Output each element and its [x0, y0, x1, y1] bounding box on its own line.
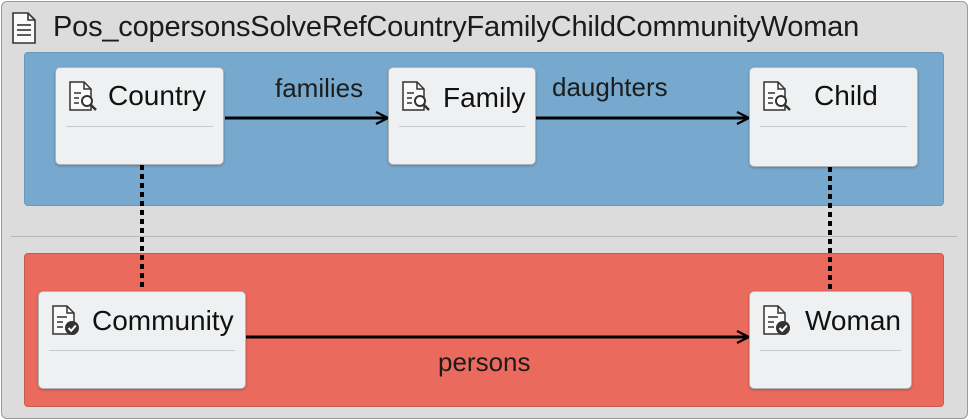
node-divider	[66, 126, 213, 127]
node-label: Woman	[805, 305, 901, 336]
node-child[interactable]: Child	[749, 67, 918, 167]
document-check-icon	[763, 305, 790, 335]
document-check-icon	[52, 305, 79, 335]
node-label: Community	[92, 305, 234, 336]
node-woman[interactable]: Woman	[749, 291, 912, 389]
node-label: Country	[108, 80, 207, 111]
edge-label-daughters: daughters	[552, 72, 668, 102]
diagram-title: Pos_copersonsSolveRefCountryFamilyChildC…	[53, 11, 860, 43]
document-search-icon	[763, 81, 791, 111]
node-family[interactable]: Family	[388, 67, 536, 165]
node-divider	[760, 350, 901, 351]
node-country[interactable]: Country	[55, 67, 224, 165]
node-label: Family	[443, 82, 526, 113]
document-icon	[12, 12, 36, 44]
document-search-icon	[69, 81, 97, 111]
node-label: Child	[814, 80, 878, 111]
document-search-icon	[402, 81, 430, 111]
node-divider	[399, 126, 525, 127]
node-divider	[49, 350, 235, 351]
lane-separator	[11, 236, 957, 237]
node-divider	[760, 126, 907, 127]
edge-label-families: families	[275, 73, 364, 103]
node-community[interactable]: Community	[38, 291, 246, 389]
edge-label-persons: persons	[438, 347, 531, 377]
